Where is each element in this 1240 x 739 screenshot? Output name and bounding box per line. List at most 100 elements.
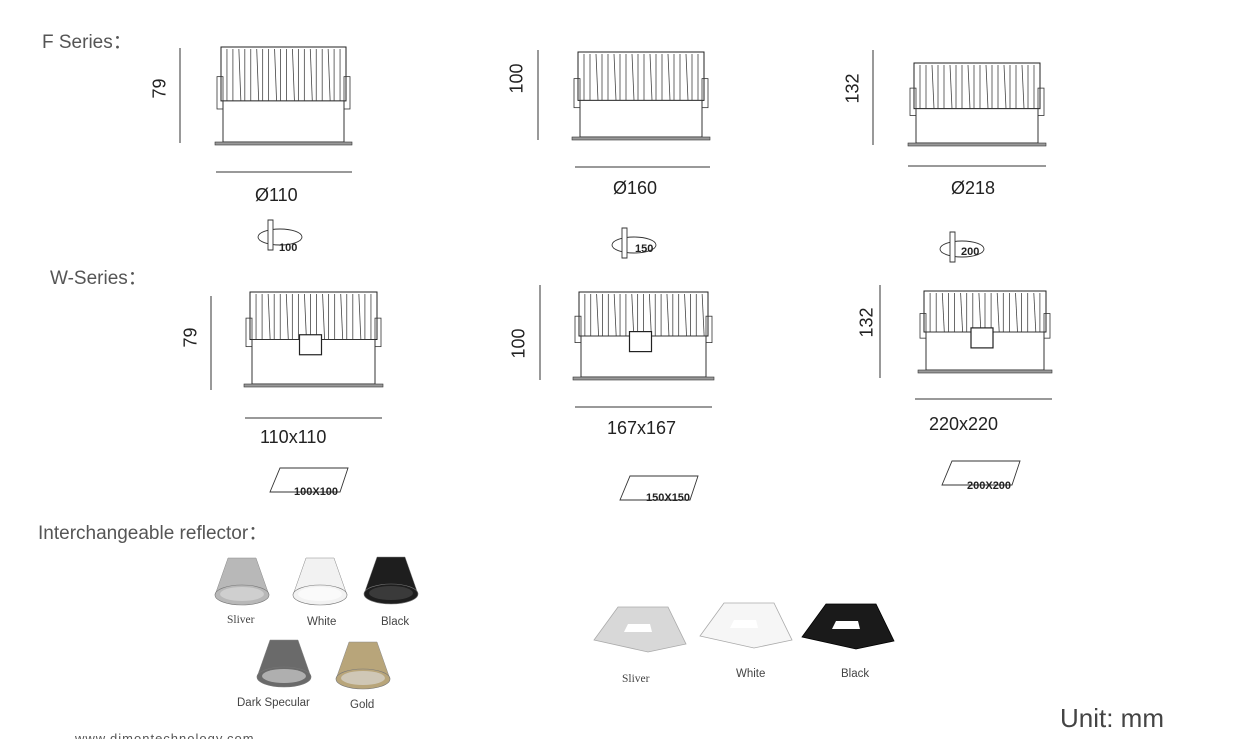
f2-cutout: 150 <box>635 243 654 255</box>
heatsink-fin <box>649 53 653 101</box>
heatsink <box>913 62 1041 110</box>
heatsink-fin <box>631 293 635 337</box>
driver-box <box>298 334 323 356</box>
heatsink-fin <box>358 293 362 340</box>
spring-clip <box>374 317 382 348</box>
round-reflector-label: White <box>307 616 337 628</box>
round-reflector-image <box>363 556 419 605</box>
flange <box>214 141 353 146</box>
heatsink <box>577 51 705 101</box>
reflector-inner <box>341 671 385 685</box>
w2-cutout: 150X150 <box>646 492 691 504</box>
square-reflector-label: White <box>736 668 766 680</box>
heatsink-fin <box>238 48 242 101</box>
square-reflector-image <box>801 603 895 650</box>
driver-box <box>628 331 653 353</box>
ceiling-section-icon <box>621 227 628 259</box>
heatsink-fin <box>596 293 599 337</box>
heatsink-fin <box>1003 64 1007 109</box>
heatsink-fin <box>267 293 271 340</box>
reflector-inner <box>262 669 306 683</box>
spring-clip <box>701 78 709 109</box>
heatsink-fin <box>960 292 963 333</box>
spring-clip <box>1043 313 1051 339</box>
square-cutout-icon <box>269 467 349 493</box>
heatsink-fin <box>285 293 289 340</box>
heatsink-fin <box>685 53 689 101</box>
reflector-opening <box>730 620 758 628</box>
f3-cutout: 200 <box>961 246 980 258</box>
spring-clip <box>245 317 253 348</box>
f-series-heading: F Series： <box>42 32 132 53</box>
f1-cutout: 100 <box>279 242 298 254</box>
heatsink-fin <box>309 48 313 101</box>
unit-label: Unit: mm <box>1060 703 1164 733</box>
square-reflector-image <box>699 602 793 649</box>
spring-clip <box>573 78 581 109</box>
heatsink-fin <box>648 293 652 337</box>
round-cutout-icon <box>611 236 657 254</box>
round-reflector-image <box>292 557 348 606</box>
w2-size: 167x167 <box>607 418 677 438</box>
spring-clip <box>1037 87 1045 116</box>
heatsink <box>249 291 378 340</box>
heatsink-fin <box>667 53 671 101</box>
housing <box>579 99 703 138</box>
f-series-lamp-drawing <box>571 51 711 141</box>
w1-size: 110x110 <box>260 427 327 447</box>
square-reflector-label: Black <box>841 668 870 680</box>
heatsink-fin <box>613 293 617 337</box>
w-series-heading: W-Series： <box>50 268 147 289</box>
round-reflector-label: Gold <box>350 699 375 711</box>
heatsink-fin <box>631 53 635 101</box>
heatsink-fin <box>327 48 331 101</box>
reflector-opening <box>624 624 652 632</box>
round-reflector-image <box>256 639 312 688</box>
f-series-lamp-drawing <box>907 62 1047 147</box>
reflector-heading: Interchangeable reflector： <box>38 523 268 544</box>
spring-clip <box>574 315 582 344</box>
w3-height: 132 <box>856 307 877 338</box>
flange <box>917 369 1053 374</box>
f2-height: 100 <box>506 63 527 94</box>
f2-diameter: Ø160 <box>613 178 658 198</box>
heatsink-fin <box>595 53 599 101</box>
spring-clip <box>705 315 713 344</box>
w1-cutout: 100X100 <box>294 486 339 498</box>
spring-clip <box>216 76 224 110</box>
heatsink-fin <box>684 293 687 337</box>
heatsink-fin <box>1021 64 1025 109</box>
square-reflector-label: Sliver <box>622 673 650 685</box>
heatsink-fin <box>256 48 260 101</box>
heatsink-fin <box>274 48 277 101</box>
w2-height: 100 <box>508 328 529 359</box>
website-link[interactable]: www.dimontechnology.com <box>75 731 255 739</box>
heatsink-fin <box>304 293 307 340</box>
ceiling-section-icon <box>949 231 956 263</box>
heatsink-fin <box>1033 292 1037 333</box>
round-reflector-label: Sliver <box>227 614 255 626</box>
round-cutout-icon <box>939 240 985 258</box>
w3-size: 220x220 <box>929 414 999 434</box>
heatsink-fin <box>985 64 989 109</box>
square-cutout-icon <box>941 460 1021 486</box>
round-reflector-label: Dark Specular <box>237 697 310 709</box>
w-series-lamp-drawing <box>243 291 384 388</box>
spring-clip <box>343 76 351 110</box>
reflector-inner <box>220 587 264 601</box>
w1-height: 79 <box>180 327 201 348</box>
round-reflector-label: Black <box>381 616 410 628</box>
w3-cutout: 200X200 <box>967 480 1012 492</box>
f3-height: 132 <box>842 73 863 104</box>
driver-box <box>970 327 994 349</box>
heatsink-fin <box>949 64 953 109</box>
heatsink-fin <box>701 293 705 337</box>
flange <box>907 142 1047 147</box>
w-series-lamp-drawing <box>917 290 1053 374</box>
f1-height: 79 <box>149 78 170 99</box>
f3-diameter: Ø218 <box>951 178 996 198</box>
round-reflector-image <box>335 641 391 690</box>
flange <box>572 376 715 381</box>
